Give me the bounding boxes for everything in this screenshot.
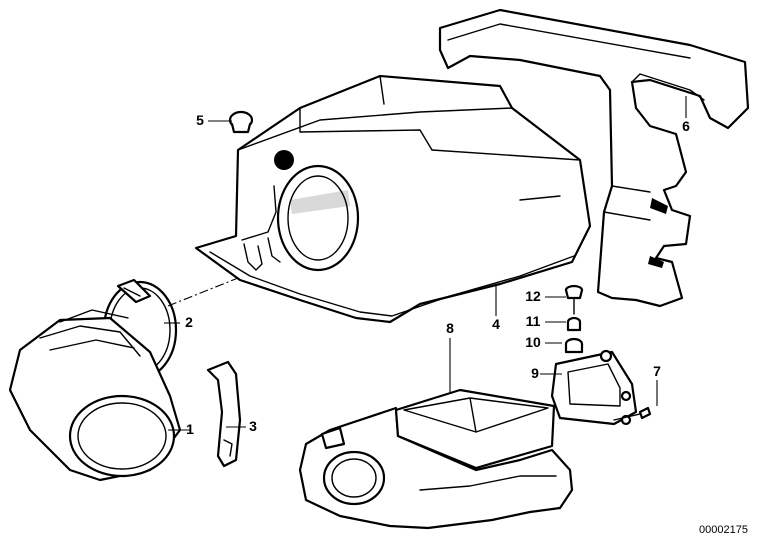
assembly-line — [167, 277, 239, 307]
part-4-housing — [194, 74, 592, 324]
part-1-bellows — [8, 309, 182, 482]
part-3-clip — [206, 360, 242, 468]
part-5-plug — [228, 110, 254, 134]
callout-4: 4 — [492, 316, 500, 332]
callout-10: 10 — [525, 334, 541, 350]
callout-3: 3 — [249, 418, 257, 434]
callout-8: 8 — [446, 320, 454, 336]
callouts: 1 2 3 4 5 6 7 8 9 10 11 12 — [185, 112, 690, 437]
callout-1: 1 — [186, 421, 194, 437]
callout-12: 12 — [525, 288, 541, 304]
diagram-number: 00002175 — [699, 524, 748, 536]
callout-9: 9 — [531, 365, 539, 381]
part-8-lower-housing — [298, 388, 574, 530]
callout-5: 5 — [196, 112, 204, 128]
callout-6: 6 — [682, 118, 690, 134]
leader-lines — [164, 96, 687, 431]
part-7-screw — [613, 406, 652, 421]
part-10-mount — [564, 337, 584, 354]
part-6-bracket — [438, 8, 750, 308]
callout-7: 7 — [653, 363, 661, 379]
part-11-sleeve — [566, 316, 582, 332]
part-9-bracket — [550, 349, 638, 426]
callout-11: 11 — [526, 313, 541, 329]
part-12-screw — [564, 284, 584, 315]
callout-2: 2 — [185, 314, 193, 330]
